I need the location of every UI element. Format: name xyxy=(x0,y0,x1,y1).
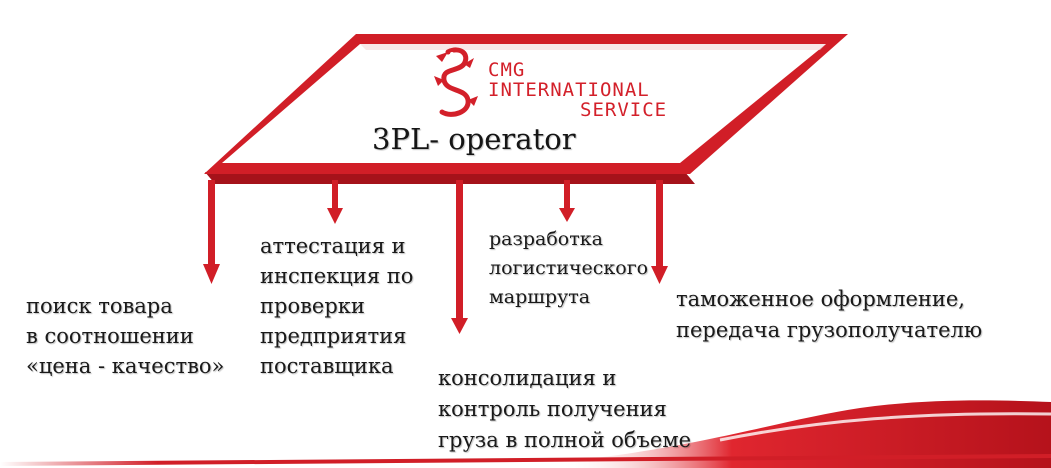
connector-arrows xyxy=(203,180,668,334)
service-attest-line: аттестация и xyxy=(260,234,406,258)
arrow-route xyxy=(559,180,575,222)
company-logo: CMG INTERNATIONAL SERVICE xyxy=(488,60,667,120)
service-customs-line: передача грузополучателю xyxy=(676,318,983,342)
service-route-label: разработка логистического маршрута xyxy=(489,225,648,312)
service-consol-line: груза в полной объеме xyxy=(438,428,692,452)
service-attest-line: предприятия xyxy=(260,324,407,348)
service-search-label: поиск товара в соотношении «цена - качес… xyxy=(26,291,224,381)
arrow-attest xyxy=(327,180,343,224)
arrow-consol xyxy=(451,180,468,334)
service-customs-line: таможенное оформление, xyxy=(676,287,965,311)
service-route-line: маршрута xyxy=(489,286,591,308)
diagram-title: 3PL- operator xyxy=(372,122,576,156)
dragon-icon xyxy=(434,47,478,117)
service-attest-line: поставщика xyxy=(260,354,394,378)
service-search-line: в соотношении xyxy=(26,324,194,348)
service-customs-label: таможенное оформление, передача грузопол… xyxy=(676,284,982,346)
logo-line-1: CMG xyxy=(488,59,526,81)
arrow-customs xyxy=(651,180,668,284)
logo-line-2: INTERNATIONAL xyxy=(488,79,650,101)
platform xyxy=(204,34,848,184)
logo-line-3: SERVICE xyxy=(580,99,668,121)
service-attest-line: инспекция по xyxy=(260,264,414,288)
service-route-line: разработка xyxy=(489,228,603,250)
service-consol-line: контроль получения xyxy=(438,397,667,421)
service-consol-line: консолидация и xyxy=(438,366,617,390)
service-search-line: «цена - качество» xyxy=(26,354,225,378)
service-route-line: логистического xyxy=(489,257,649,279)
service-search-line: поиск товара xyxy=(26,294,173,318)
service-attest-line: проверки xyxy=(260,294,365,318)
service-consol-label: консолидация и контроль получения груза … xyxy=(438,363,691,456)
service-attest-label: аттестация и инспекция по проверки предп… xyxy=(260,231,413,381)
bottom-swoosh xyxy=(0,400,1051,468)
arrow-search xyxy=(203,180,220,284)
